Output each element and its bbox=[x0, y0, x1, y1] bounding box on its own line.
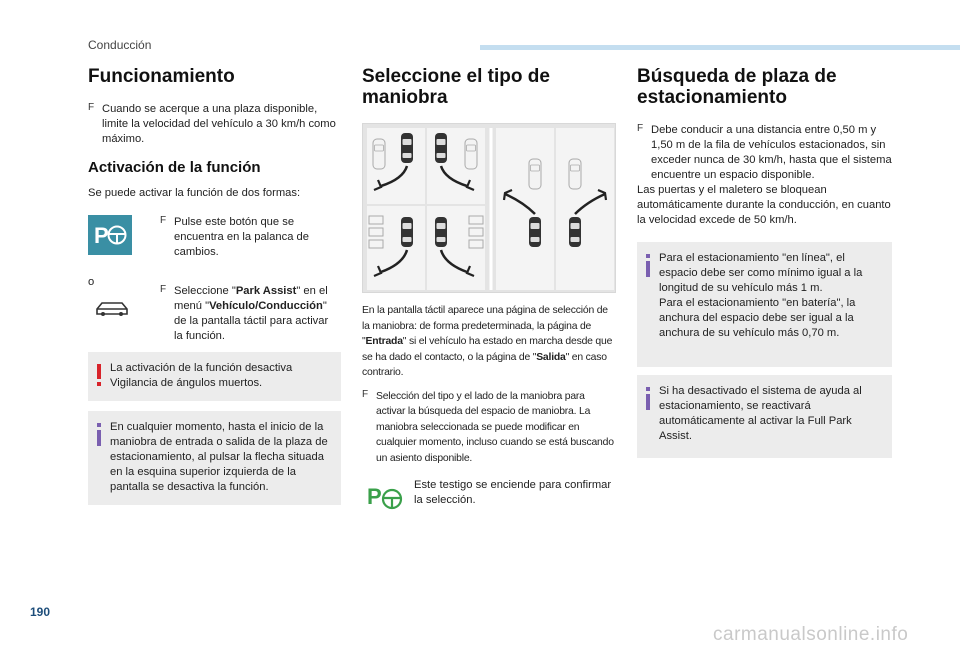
info-note-space: Para el estacionamiento "en línea", el e… bbox=[637, 242, 892, 367]
page-number: 190 bbox=[30, 605, 51, 619]
option-menu: F Seleccione "Park Assist" en el menú "V… bbox=[88, 284, 341, 348]
header-bar bbox=[480, 45, 960, 50]
park-assist-indicator-icon: P bbox=[366, 480, 406, 517]
info-icon bbox=[646, 387, 650, 410]
heading-search: Búsqueda de plaza de estacionamiento bbox=[637, 66, 837, 108]
column-search: Búsqueda de plaza de estacionamiento F D… bbox=[637, 66, 892, 458]
car-outline-icon bbox=[94, 298, 130, 325]
locking-paragraph: Las puertas y el maletero se bloquean au… bbox=[637, 184, 891, 226]
bullet-speed: F Cuando se acerque a una plaza disponib… bbox=[88, 102, 336, 145]
bullet-distance: F Debe conducir a una distancia entre 0,… bbox=[637, 123, 892, 181]
heading-operation: Funcionamiento bbox=[88, 66, 235, 87]
exclamation-icon bbox=[97, 364, 101, 386]
info-icon bbox=[646, 254, 650, 277]
bullet-selection: F Selección del tipo y el lado de la man… bbox=[362, 388, 614, 464]
svg-text:P: P bbox=[94, 223, 109, 248]
column-operation: Funcionamiento F Cuando se acerque a una… bbox=[88, 66, 341, 505]
svg-text:P: P bbox=[367, 484, 382, 509]
activation-intro: Se puede activar la función de dos forma… bbox=[88, 187, 301, 199]
column-maneuver: Seleccione el tipo de maniobra bbox=[362, 66, 616, 526]
or-label: o bbox=[88, 276, 95, 288]
maneuver-diagram bbox=[362, 123, 616, 293]
info-note: En cualquier momento, hasta el inicio de… bbox=[88, 411, 341, 505]
info-icon bbox=[97, 423, 101, 446]
info-note-reactivation: Si ha desactivado el sistema de ayuda al… bbox=[637, 375, 892, 458]
park-assist-icon: P bbox=[88, 215, 132, 255]
maneuver-description: En la pantalla táctil aparece una página… bbox=[362, 305, 613, 378]
bullet-marker: F bbox=[88, 102, 95, 113]
heading-maneuver: Seleccione el tipo de maniobra bbox=[362, 66, 550, 108]
heading-activation: Activación de la función bbox=[88, 159, 261, 176]
section-title: Conducción bbox=[88, 38, 152, 52]
indicator-row: P Este testigo se enciende para confirma… bbox=[362, 476, 616, 526]
watermark: carmanualsonline.info bbox=[713, 624, 909, 645]
warning-note: La activación de la función desactiva Vi… bbox=[88, 352, 341, 401]
option-button: P F Pulse este botón que se encuentra en… bbox=[88, 215, 341, 265]
